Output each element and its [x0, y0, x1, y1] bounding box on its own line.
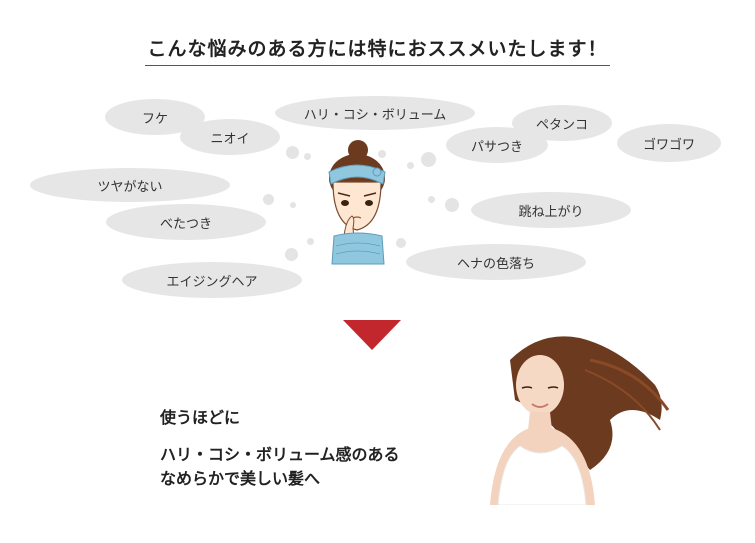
- deco-dot: [286, 146, 299, 159]
- deco-dot: [407, 162, 414, 169]
- bubble-label: パサつき: [470, 139, 523, 155]
- bubble-label: ハリ・コシ・ボリューム: [303, 107, 447, 123]
- deco-dot: [307, 238, 314, 245]
- bubble-label: ニオイ: [210, 131, 250, 147]
- bubble-gowagowa: ゴワゴワ: [617, 124, 721, 162]
- deco-dot: [428, 196, 435, 203]
- bubble-label: ゴワゴワ: [642, 137, 695, 153]
- bubble-hari: ハリ・コシ・ボリューム: [275, 96, 475, 130]
- bubble-label: フケ: [141, 111, 168, 127]
- bubble-aging: エイジングヘア: [122, 262, 302, 298]
- bubble-label: ツヤがない: [97, 179, 163, 195]
- deco-dot: [421, 152, 436, 167]
- bubble-haneagari: 跳ね上がり: [471, 192, 631, 228]
- bubble-label: 跳ね上がり: [518, 204, 584, 220]
- bubble-henairo: ヘナの色落ち: [406, 244, 586, 280]
- bubble-betatsuki: べたつき: [106, 204, 266, 240]
- message-line-1: 使うほどに: [160, 408, 241, 427]
- bubble-pasatsuki: パサつき: [446, 127, 548, 163]
- bubble-label: ペタンコ: [535, 117, 588, 133]
- down-arrow-icon: [343, 320, 401, 350]
- bubble-label: ヘナの色落ち: [456, 256, 535, 272]
- deco-dot: [290, 202, 296, 208]
- bubble-label: エイジングヘア: [166, 274, 258, 290]
- deco-dot: [304, 153, 311, 160]
- message-line-3: なめらかで美しい髪へ: [160, 469, 321, 488]
- worried-girl-illustration: [328, 140, 386, 265]
- bubble-nioi: ニオイ: [180, 119, 280, 155]
- bubble-tsuyaganai: ツヤがない: [30, 168, 230, 202]
- deco-dot: [263, 194, 274, 205]
- page-heading: こんな悩みのある方には特におススメいたします！: [145, 34, 610, 66]
- deco-dot: [396, 238, 406, 248]
- deco-dot: [378, 150, 386, 158]
- heading-wrapper: こんな悩みのある方には特におススメいたします！: [0, 34, 755, 66]
- deco-dot: [445, 198, 459, 212]
- bubble-label: べたつき: [159, 216, 212, 232]
- message-line-2: ハリ・コシ・ボリューム感のある: [160, 445, 400, 464]
- deco-dot: [285, 248, 298, 261]
- woman-photo: [490, 336, 670, 505]
